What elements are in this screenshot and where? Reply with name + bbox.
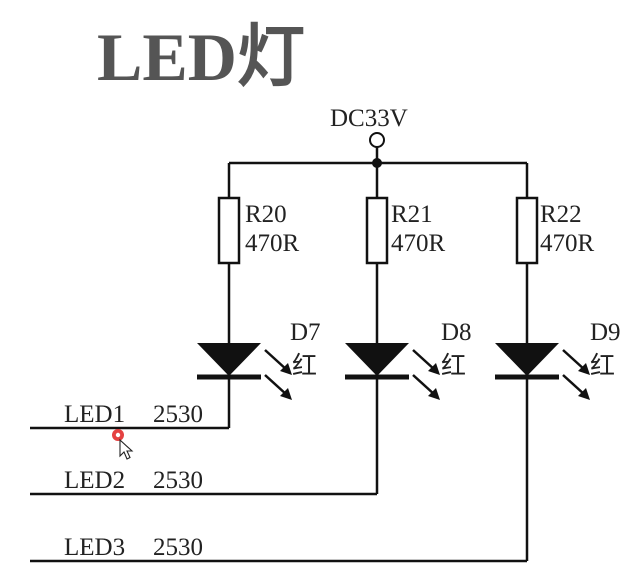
emission-arrow-head xyxy=(578,388,590,400)
branch-2: R21 470R D8 红 LED2 2530 xyxy=(30,163,472,496)
led3-net-label: 2530 xyxy=(153,534,203,561)
diode-d8-ref: D8 xyxy=(441,319,472,346)
diode-d9-color: 红 xyxy=(590,352,615,380)
power-label: DC33V xyxy=(330,105,408,132)
led2-signal-label: LED2 xyxy=(64,467,125,494)
led1-signal-label: LED1 xyxy=(64,401,125,428)
resistor-r20-ref: R20 xyxy=(245,201,287,228)
diode-d9-ref: D9 xyxy=(590,319,621,346)
diode-d7-ref: D7 xyxy=(290,319,321,346)
resistor-r21 xyxy=(365,196,389,265)
diode-d9-triangle xyxy=(495,343,559,376)
emission-arrow-line xyxy=(264,349,288,371)
led3-signal-label: LED3 xyxy=(64,534,125,561)
resistor-r20 xyxy=(217,196,241,265)
diagram-title: LED灯 xyxy=(97,19,305,95)
emission-arrow-line xyxy=(412,349,436,371)
emission-arrow-head xyxy=(428,363,440,375)
emission-arrow-line xyxy=(412,374,436,396)
mouse-pointer-icon xyxy=(112,429,134,460)
emission-arrow-line xyxy=(562,349,586,371)
diode-d7-color: 红 xyxy=(292,352,317,380)
power-terminal xyxy=(369,132,385,148)
branch-1: R20 470R D7 红 LED1 2530 xyxy=(30,163,321,430)
resistor-r20-value: 470R xyxy=(245,230,300,257)
led2-net-label: 2530 xyxy=(153,467,203,494)
emission-arrow-head xyxy=(280,363,292,375)
resistor-r22 xyxy=(515,196,539,265)
emission-arrow-line xyxy=(562,374,586,396)
emission-arrow-head xyxy=(578,363,590,375)
emission-arrow-line xyxy=(264,374,288,396)
branch-3: R22 470R D9 红 LED3 2530 xyxy=(30,163,621,563)
resistor-r21-ref: R21 xyxy=(391,201,433,228)
diode-d8-color: 红 xyxy=(441,352,466,380)
resistor-r22-value: 470R xyxy=(540,230,595,257)
resistor-r22-ref: R22 xyxy=(540,201,582,228)
diode-d7-triangle xyxy=(197,343,261,376)
diode-d8-triangle xyxy=(345,343,409,376)
cursor-click-center xyxy=(115,432,121,438)
cursor-arrow xyxy=(119,438,134,460)
led1-net-label: 2530 xyxy=(153,401,203,428)
emission-arrow-head xyxy=(280,388,292,400)
emission-arrow-head xyxy=(428,388,440,400)
resistor-r21-value: 470R xyxy=(391,230,446,257)
